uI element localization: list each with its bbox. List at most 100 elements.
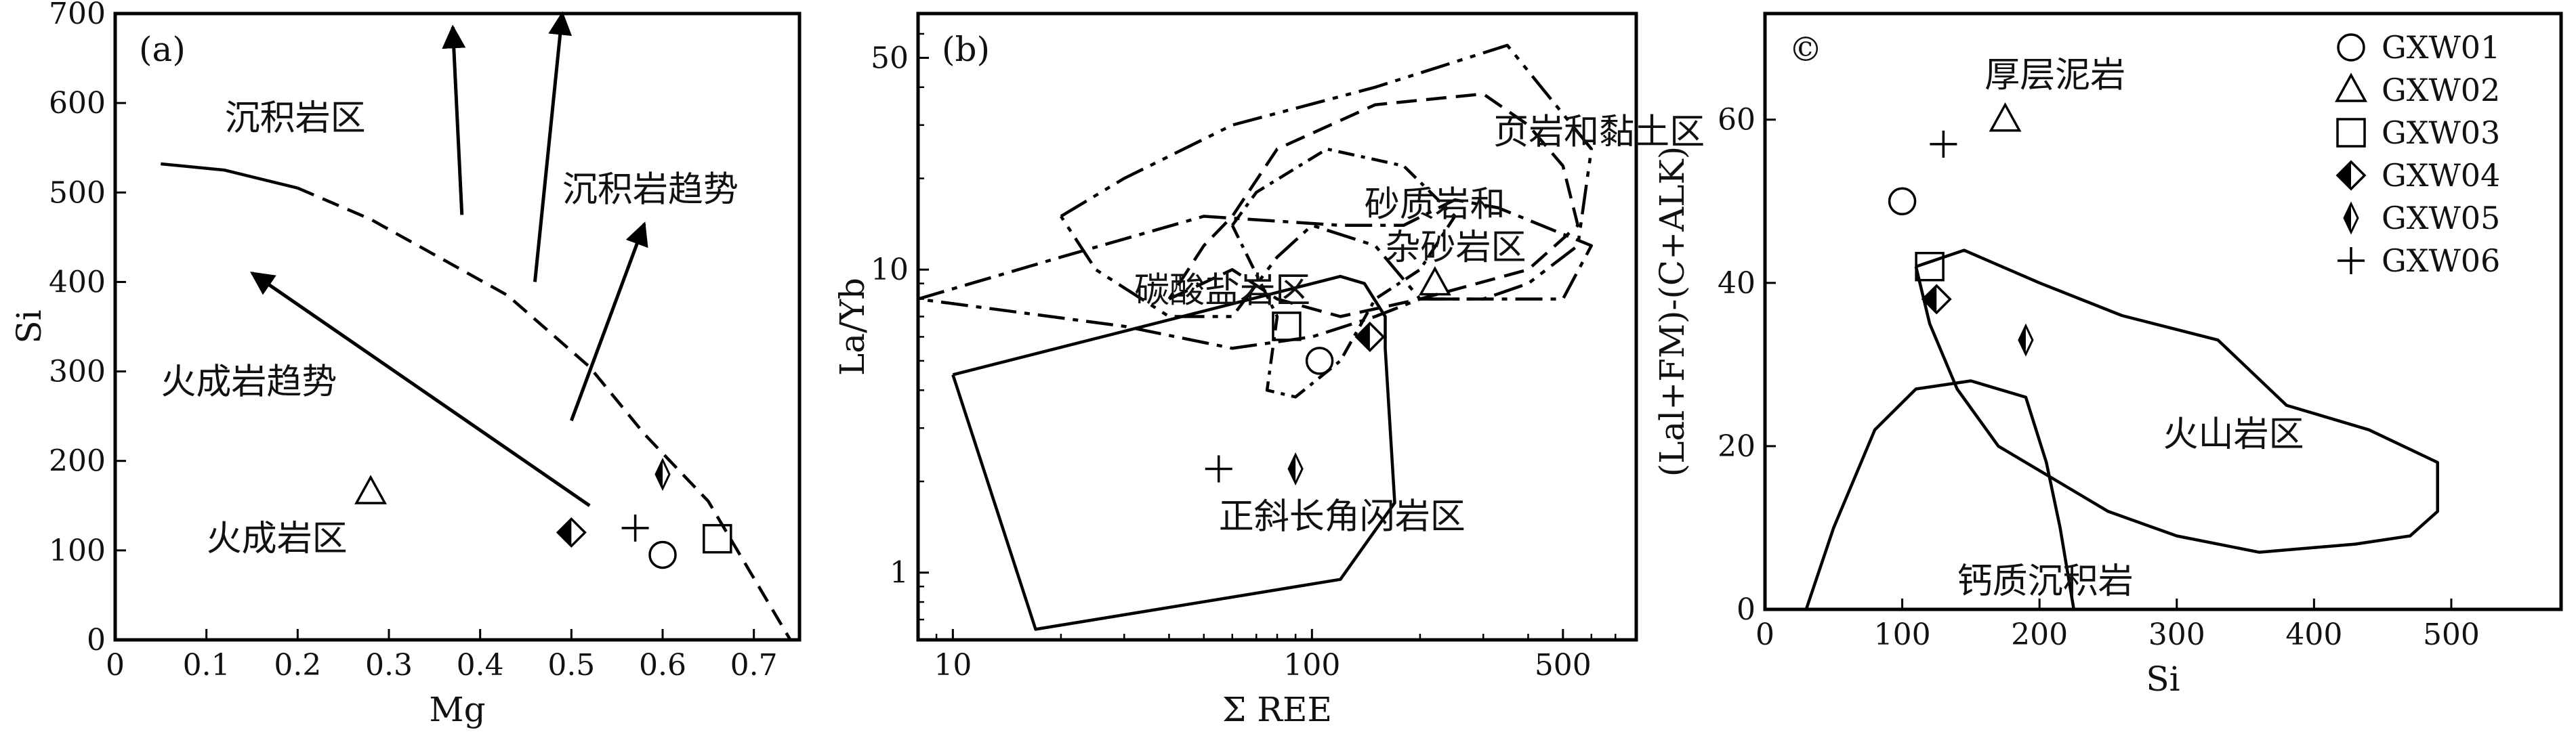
x-tick-label: 100 xyxy=(1283,648,1340,683)
legend-label: GXW04 xyxy=(2382,157,2500,194)
data-point-gxw05 xyxy=(1287,452,1304,485)
x-tick-label: 0.3 xyxy=(365,648,413,683)
plot-frame xyxy=(1763,12,2563,611)
legend-label: GXW01 xyxy=(2382,29,2500,66)
y-tick-label: 400 xyxy=(49,265,106,299)
legend-label: GXW03 xyxy=(2382,114,2500,151)
x-tick-label: 0.4 xyxy=(457,648,504,683)
x-tick-label: 0.1 xyxy=(183,648,230,683)
y-tick-label: 100 xyxy=(49,534,106,568)
region-3 xyxy=(1167,92,1580,318)
boundary-curve-1 xyxy=(297,186,792,641)
x-axis-label: Σ REE xyxy=(1222,690,1332,729)
legend-marker-gxw04 xyxy=(2335,160,2367,191)
data-point-gxw03 xyxy=(703,523,732,554)
plot-frame xyxy=(113,12,802,642)
y-tick-label: 500 xyxy=(49,175,106,210)
zone-label: 沉积岩趋势 xyxy=(562,170,739,211)
zone-label: 杂砂岩区 xyxy=(1386,228,1526,268)
trend-arrow-0 xyxy=(250,272,591,507)
legend-label: GXW05 xyxy=(2382,200,2500,236)
x-tick-label: 0.6 xyxy=(639,648,686,683)
y-tick-label: 0 xyxy=(87,623,106,657)
y-tick-label: 200 xyxy=(49,444,106,479)
x-tick-label: 0.7 xyxy=(730,648,778,683)
y-tick-label: 300 xyxy=(49,355,106,389)
x-tick-label: 300 xyxy=(2148,618,2205,652)
y-tick-label: 50 xyxy=(871,41,909,75)
data-point-gxw01 xyxy=(1888,187,1917,216)
legend-marker-gxw06 xyxy=(2338,247,2365,274)
data-point-gxw03 xyxy=(1915,251,1945,282)
data-point-gxw03 xyxy=(1272,311,1302,341)
x-tick-label: 500 xyxy=(2423,618,2480,652)
data-point-gxw06 xyxy=(1205,455,1232,483)
legend-marker-gxw01 xyxy=(2337,33,2365,62)
x-axis-label: Mg xyxy=(429,690,485,729)
x-tick-label: 100 xyxy=(1874,618,1931,652)
panel-label: (a) xyxy=(139,30,186,69)
region-0 xyxy=(951,274,1396,631)
legend-label: GXW02 xyxy=(2382,72,2500,108)
data-point-gxw01 xyxy=(648,540,677,569)
data-point-gxw06 xyxy=(621,514,649,542)
panel-label: (b) xyxy=(942,30,990,69)
data-point-gxw02 xyxy=(1989,102,2022,132)
y-axis-label: (Lal+FM)-(C+ALK) xyxy=(1653,146,1692,477)
region-0 xyxy=(1914,248,2439,554)
x-tick-label: 0 xyxy=(1756,618,1774,652)
panel-b: 10 100 500 1 10 50 Σ REE La/Yb (b) 页岩和黏土区砂质岩和杂砂岩区… xyxy=(833,12,1705,729)
data-point-gxw02 xyxy=(1418,266,1451,296)
data-point-gxw04 xyxy=(1354,322,1386,352)
region-4 xyxy=(1230,147,1457,399)
data-point-gxw06 xyxy=(1930,130,1957,158)
data-point-gxw05 xyxy=(655,458,671,492)
data-point-gxw02 xyxy=(354,475,388,504)
trend-arrow-3 xyxy=(569,221,648,422)
legend-marker-gxw03 xyxy=(2336,118,2366,148)
zone-label: 厚层泥岩 xyxy=(1985,55,2125,95)
x-tick-label: 400 xyxy=(2285,618,2342,652)
y-tick-label: 600 xyxy=(49,86,106,121)
y-tick-label: 20 xyxy=(1718,429,1756,464)
data-point-gxw01 xyxy=(1305,347,1334,375)
x-tick-label: 0.5 xyxy=(547,648,595,683)
x-tick-label: 0.2 xyxy=(274,648,321,683)
legend-label: GXW06 xyxy=(2382,242,2500,279)
region-1 xyxy=(917,198,1594,350)
legend-marker-gxw02 xyxy=(2335,72,2367,102)
x-tick-label: 200 xyxy=(2011,618,2068,652)
zone-label: 砂质岩和 xyxy=(1365,184,1505,225)
trend-arrow-1 xyxy=(442,24,466,215)
region-1 xyxy=(1804,379,2076,610)
zone-label: 正斜长角闪岩区 xyxy=(1219,496,1466,537)
zone-label: 火成岩趋势 xyxy=(161,362,337,403)
legend-marker-gxw05 xyxy=(2343,201,2359,235)
data-point-gxw05 xyxy=(2018,323,2034,357)
y-tick-label: 10 xyxy=(871,253,909,287)
y-axis-label: La/Yb xyxy=(833,278,872,376)
zone-label: 钙质沉积岩 xyxy=(1957,561,2134,602)
trend-arrow-2 xyxy=(533,11,573,282)
x-tick-label: 10 xyxy=(934,648,972,683)
x-axis-label: Si xyxy=(2146,659,2180,699)
y-tick-label: 0 xyxy=(1737,592,1756,627)
zone-label: 火山岩区 xyxy=(2163,414,2304,455)
zone-label: 火成岩区 xyxy=(207,519,348,559)
zone-label: 沉积岩区 xyxy=(225,98,366,139)
panel-label: © xyxy=(1789,30,1823,69)
data-point-gxw04 xyxy=(556,517,587,548)
data-point-gxw04 xyxy=(1921,284,1952,315)
y-tick-label: 700 xyxy=(49,0,106,31)
y-tick-label: 40 xyxy=(1718,266,1756,301)
boundary-curve-0 xyxy=(161,162,298,190)
x-tick-label: 500 xyxy=(1535,648,1592,683)
region-2 xyxy=(1060,43,1594,318)
y-tick-label: 1 xyxy=(890,556,909,590)
y-axis-label: Si xyxy=(9,309,49,343)
zone-label: 页岩和黏土区 xyxy=(1493,112,1705,152)
